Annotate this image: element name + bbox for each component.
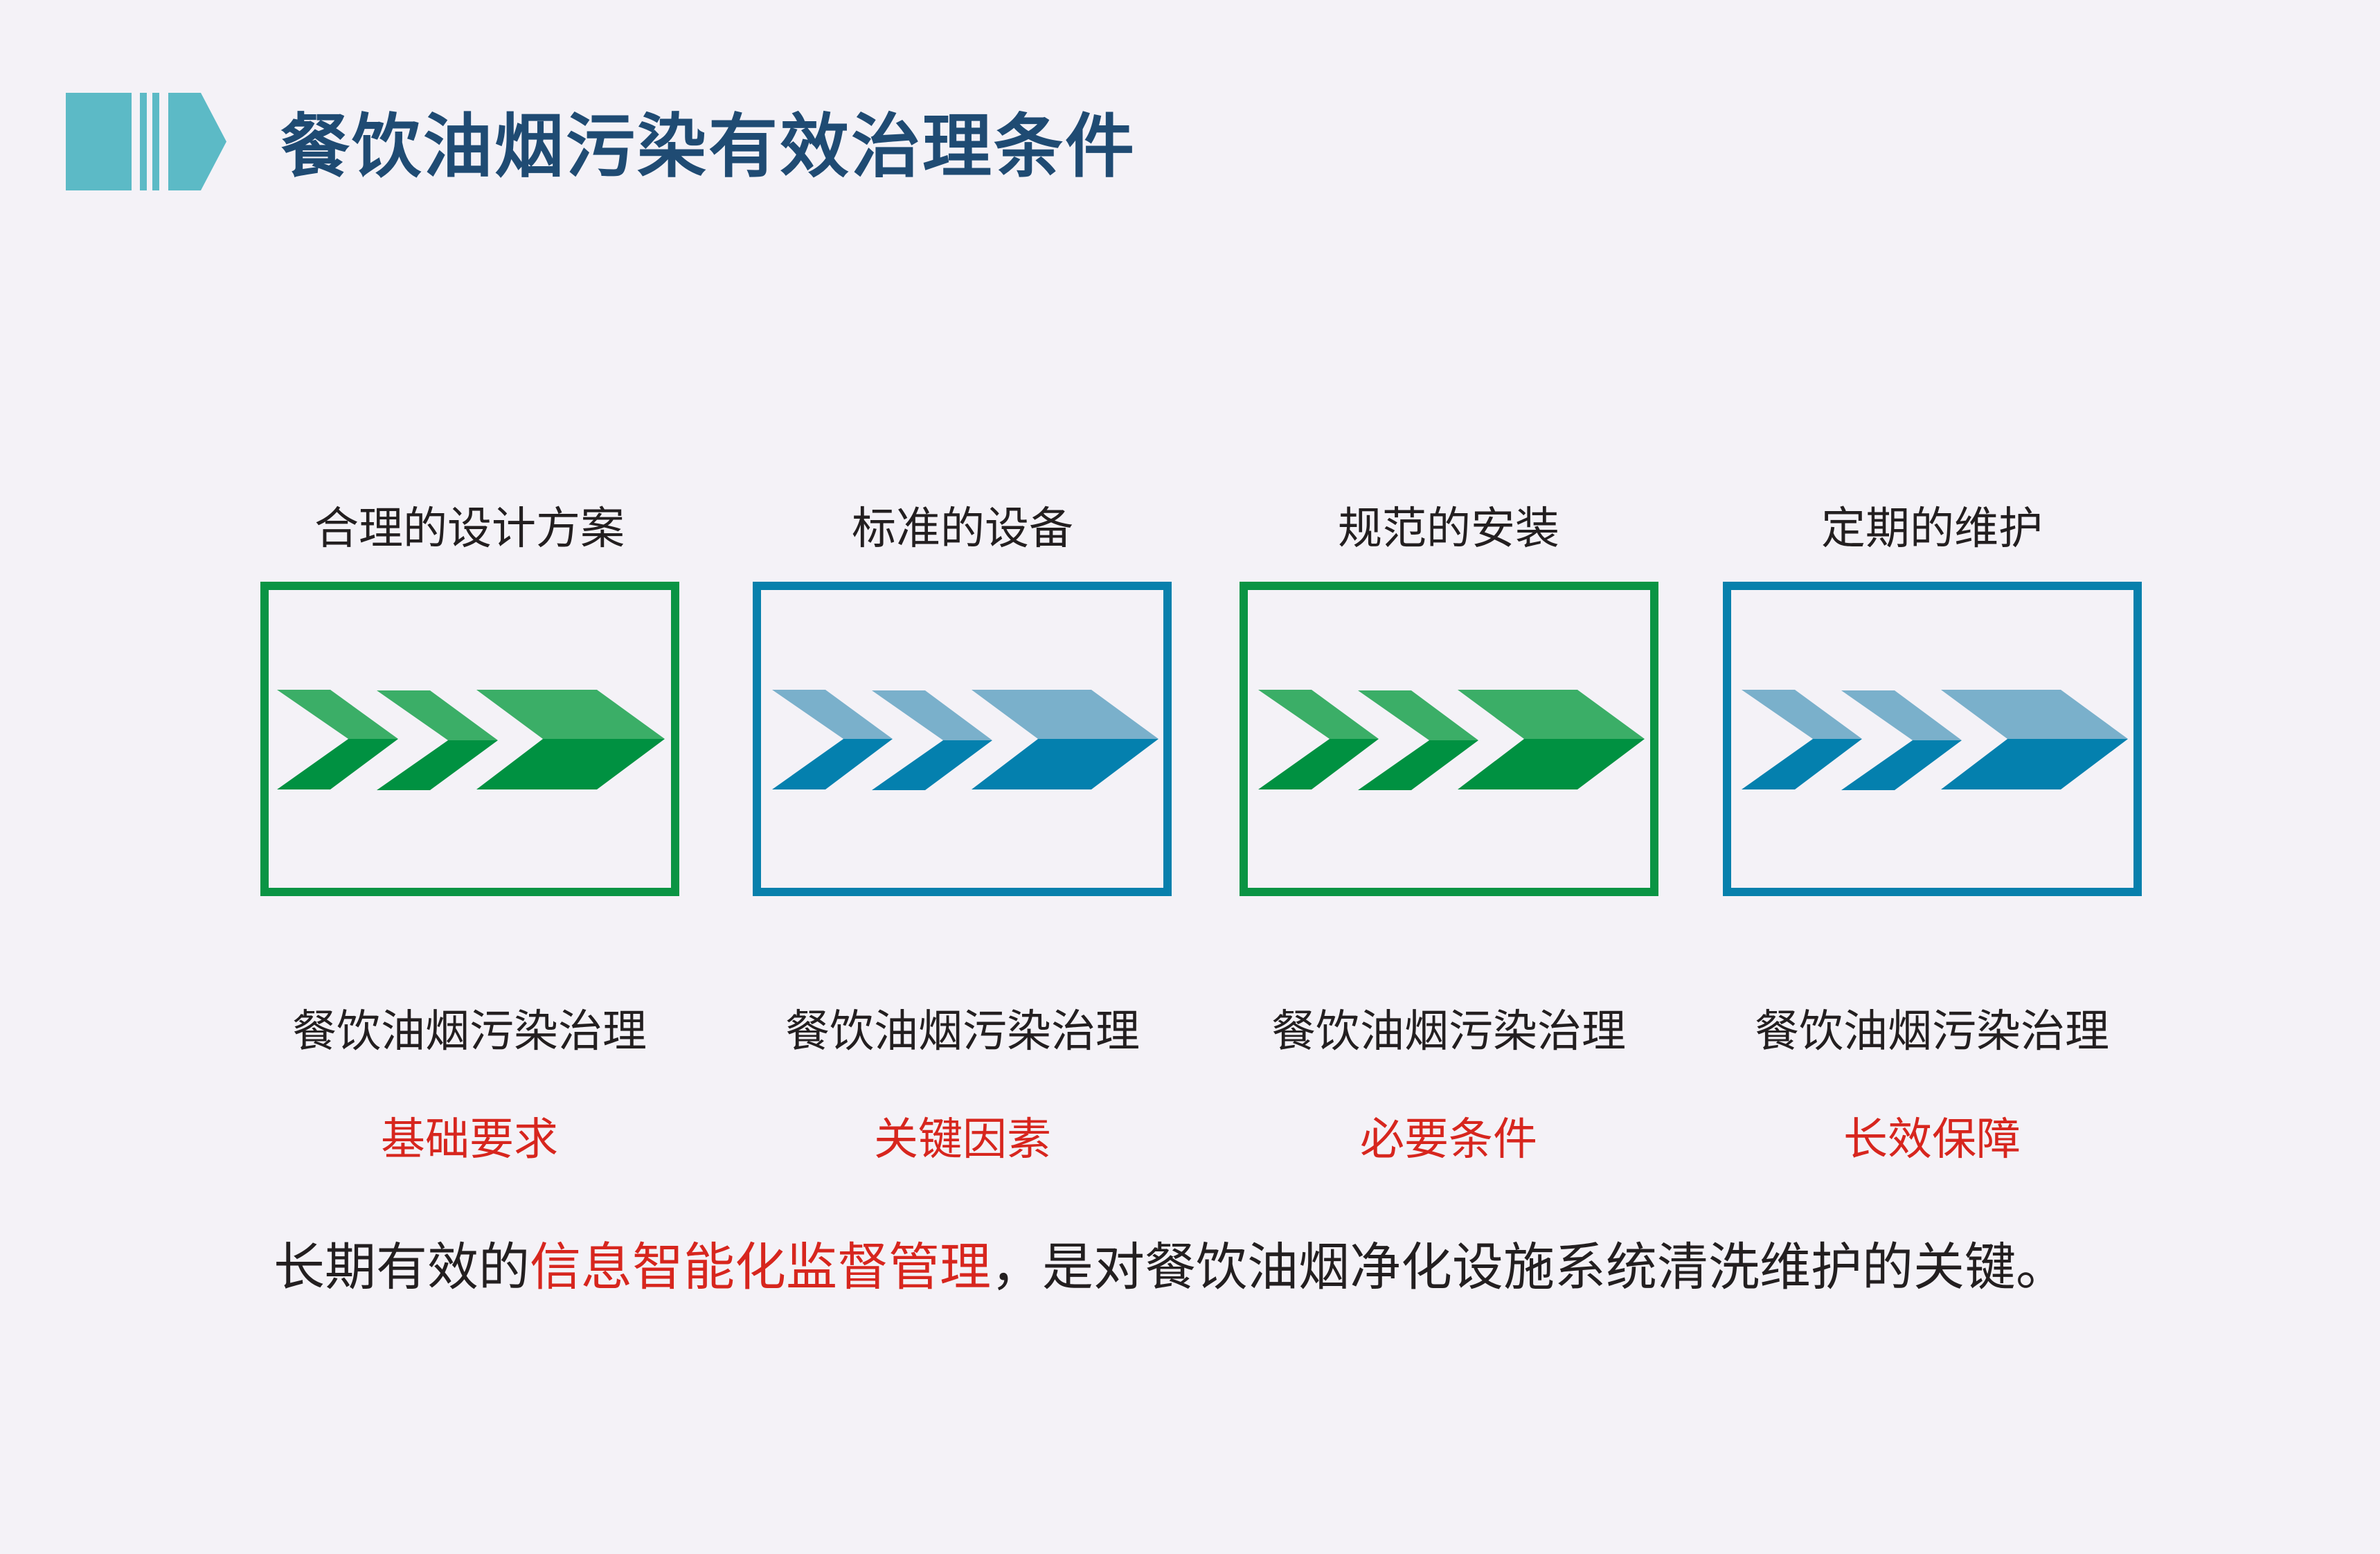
step-label: 标准的设备 bbox=[852, 503, 1073, 555]
triple-chevron-arrow-icon bbox=[772, 690, 1158, 790]
step-caption: 餐饮油烟污染治理 bbox=[1755, 1006, 2109, 1057]
triple-chevron-arrow-icon bbox=[1258, 690, 1645, 790]
step-caption: 餐饮油烟污染治理 bbox=[785, 1006, 1140, 1057]
step-highlight: 必要条件 bbox=[1360, 1114, 1537, 1166]
step-highlight: 长效保障 bbox=[1843, 1114, 2021, 1166]
step-label: 定期的维护 bbox=[1821, 503, 2043, 555]
summary-sentence: 长期有效的信息智能化监督管理，是对餐饮油烟净化设施系统清洗维护的关键。 bbox=[274, 1234, 2067, 1301]
step-label: 规范的安装 bbox=[1338, 503, 1559, 555]
triple-chevron-arrow-icon bbox=[1742, 690, 2128, 790]
chevron-stripes-banner-icon bbox=[66, 93, 226, 190]
summary-suffix: ，是对餐饮油烟净化设施系统清洗维护的关键。 bbox=[991, 1238, 2067, 1297]
summary-prefix: 长期有效的 bbox=[274, 1238, 530, 1297]
step-highlight: 关键因素 bbox=[874, 1114, 1051, 1166]
page-title: 餐饮油烟污染有效治理条件 bbox=[280, 106, 1136, 187]
step-label: 合理的设计方案 bbox=[314, 503, 625, 555]
step-highlight: 基础要求 bbox=[381, 1114, 558, 1166]
summary-highlight: 信息智能化监督管理 bbox=[530, 1238, 991, 1297]
step-icon-box bbox=[1240, 582, 1658, 896]
step-caption: 餐饮油烟污染治理 bbox=[292, 1006, 647, 1057]
step-caption: 餐饮油烟污染治理 bbox=[1271, 1006, 1626, 1057]
step-icon-box bbox=[260, 582, 679, 896]
triple-chevron-arrow-icon bbox=[277, 690, 665, 790]
step-icon-box bbox=[1723, 582, 2142, 896]
step-icon-box bbox=[753, 582, 1172, 896]
